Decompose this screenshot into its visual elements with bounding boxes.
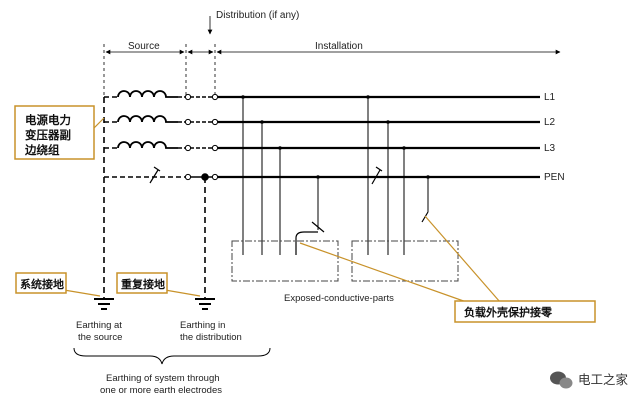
watermark-text: 电工之家: [578, 372, 629, 387]
earthing-source-label-1: Earthing at: [76, 320, 122, 331]
earthing-distribution-label-2: the distribution: [180, 332, 242, 343]
installation-label: Installation: [315, 41, 363, 52]
callout-repeat-earthing-box: [116, 272, 168, 294]
exposed-parts-label: Exposed-conductive-parts: [284, 293, 394, 304]
source-label: Source: [128, 41, 160, 52]
watermark: 电工之家: [550, 371, 629, 389]
callout-enclosure-neutral: 负载外壳保护接零: [464, 305, 553, 319]
exposed-part-box-2: [351, 240, 459, 282]
earthing-distribution-label-1: Earthing in: [180, 320, 225, 331]
pen-installation-switch: [371, 166, 383, 185]
callout-system-earthing: 系统接地: [20, 277, 64, 291]
callout-connectors: [63, 117, 501, 305]
transformer-windings: [117, 90, 178, 149]
pen-source-switch: [149, 166, 161, 184]
load-drops: [242, 97, 429, 255]
earthing-system-label-2: one or more earth electrodes: [100, 385, 222, 396]
protective-connections: [295, 211, 429, 255]
earthing-brace: [73, 347, 271, 365]
wechat-icon: [550, 371, 573, 389]
dimension-lines: [103, 16, 561, 96]
earthing-system-label-1: Earthing of system through: [106, 373, 220, 384]
callout-enclosure-box: [454, 300, 596, 323]
exposed-part-boxes: [231, 240, 459, 282]
callout-transformer-box: [14, 105, 95, 160]
distribution-earth: [201, 173, 209, 298]
callout-transformer-line-1: 电源电力: [25, 113, 71, 127]
main-conductors: [218, 95, 540, 179]
callout-boxes: [14, 105, 596, 323]
callout-repeat-earthing: 重复接地: [121, 277, 165, 291]
earth-symbols: [94, 298, 215, 310]
terminals: [184, 93, 219, 181]
label-pen: PEN: [544, 172, 565, 183]
callout-system-earthing-box: [15, 272, 67, 294]
label-l2: L2: [544, 117, 556, 128]
callout-transformer-line-2: 变压器副: [25, 128, 71, 142]
terminal-links: [178, 96, 213, 178]
earthing-source-label-2: the source: [78, 332, 122, 343]
source-neutral: [103, 96, 186, 298]
callout-transformer-line-3: 边绕组: [24, 143, 60, 157]
label-l3: L3: [544, 143, 556, 154]
label-l1: L1: [544, 92, 556, 103]
exposed-part-box-1: [231, 240, 339, 282]
tap-dots: [241, 95, 430, 179]
distribution-label: Distribution (if any): [216, 10, 299, 21]
